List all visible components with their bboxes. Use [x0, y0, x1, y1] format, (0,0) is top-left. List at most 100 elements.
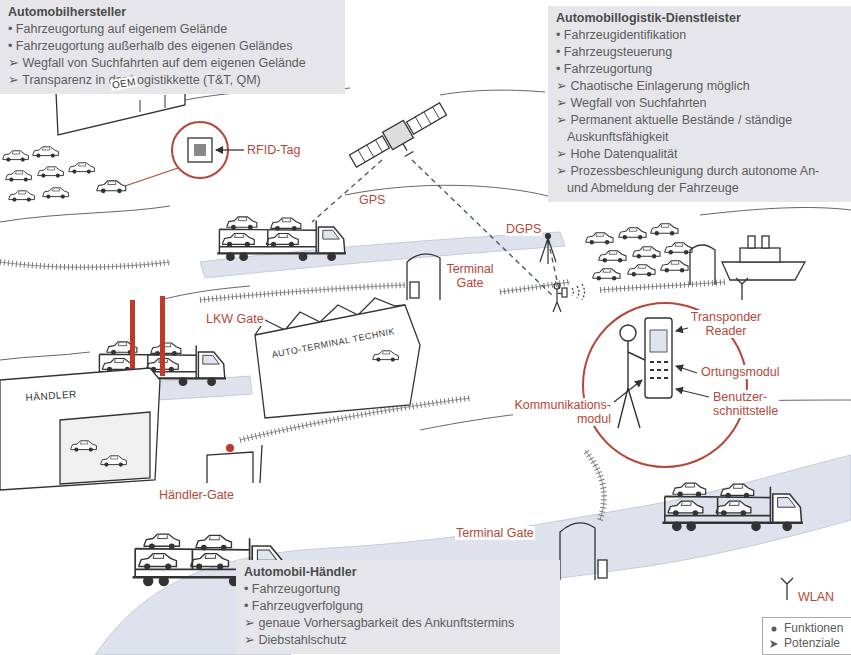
bullet-swatch [772, 626, 777, 631]
legend-text: Funktionen [784, 621, 843, 636]
rfid-magnifier [125, 122, 244, 186]
box-bullet: ➢ Transparenz in der Logistikkette (T&T,… [8, 72, 337, 89]
box-bullet: • Fahrzeugortung [244, 581, 552, 598]
box-bullet: • Fahrzeugverfolgung [244, 598, 552, 615]
box-bullet: • Fahrzeugortung [556, 61, 843, 78]
auto-terminal-building [255, 305, 420, 418]
component-label: Ortungsmodul [700, 365, 781, 379]
reader-magnifier [614, 328, 709, 402]
parked-cars [586, 233, 613, 245]
road [60, 232, 851, 655]
satellite [399, 141, 414, 156]
reader-magnifier [676, 328, 688, 331]
parked-cars [633, 247, 660, 259]
satellite [358, 107, 439, 162]
box-bullet: • Fahrzeugortung auf eigenem Gelände [8, 21, 337, 38]
worker [572, 284, 585, 300]
reader-magnifier [620, 325, 636, 341]
parked-cars [9, 191, 35, 202]
satellite [349, 136, 389, 167]
parked-cars [6, 171, 32, 182]
worker [562, 288, 567, 297]
component-label: Terminal Gate [455, 526, 535, 540]
satellite [348, 100, 454, 180]
ship [690, 245, 715, 285]
worker [553, 283, 585, 312]
parked-cars [43, 188, 69, 199]
worker [553, 289, 562, 312]
dgps-antenna [540, 238, 556, 264]
haendler-building [0, 368, 160, 490]
road [95, 455, 851, 655]
box-bullet: ➢ Prozessbeschleunigung durch autonome A… [556, 163, 843, 197]
component-label: Kommunikations- modul [513, 398, 612, 426]
box-bullet: ➢ Chaotische Einlagerung möglich [556, 78, 843, 95]
ship [740, 248, 780, 262]
parked-cars [651, 224, 678, 236]
worker [554, 283, 560, 289]
legend-box: FunktionenPotenziale [762, 617, 851, 655]
legend-text: Potenziale [784, 636, 840, 651]
dgps-antenna [540, 234, 556, 265]
component-label: Terminal Gate [445, 262, 494, 290]
bullet-swatch [769, 624, 779, 634]
reader-magnifier [645, 318, 672, 398]
terrain-lines [440, 90, 545, 95]
parked-cars [101, 456, 127, 467]
oem-building [140, 95, 165, 112]
box-bullet: ➢ Diebstahlschutz [244, 632, 552, 649]
parked-cars [71, 351, 399, 467]
reader-magnifier [618, 325, 645, 428]
box-heading: Automobilhersteller [8, 4, 337, 21]
box-bullet: ➢ Hohe Datenqualität [556, 146, 843, 163]
auto-terminal-building [255, 298, 420, 418]
stakeholder-box: Automobil-Händler• Fahrzeugortung• Fahrz… [236, 560, 560, 654]
haendler-gate [260, 445, 262, 483]
reader-magnifier [650, 362, 668, 378]
haendler-building [0, 368, 160, 490]
component-label: RFID-Tag [246, 143, 301, 157]
stakeholder-box: Automobilhersteller• Fahrzeugortung auf … [0, 0, 345, 94]
rfid-magnifier [125, 168, 178, 186]
box-bullet: ➢ Permanent aktuelle Bestände / ständige… [556, 112, 843, 146]
car-transporter [97, 217, 803, 586]
arrow-bullet-swatch [769, 639, 779, 649]
parked-cars [71, 441, 97, 452]
terrain-lines [700, 208, 851, 215]
stakeholder-box: Automobillogistik-Dienstleister• Fahrzeu… [548, 6, 851, 202]
ship [748, 236, 755, 248]
legend-row: Funktionen [769, 621, 845, 636]
parked-cars [599, 251, 626, 263]
haendler-gate [226, 444, 234, 452]
dgps-antenna [546, 234, 551, 239]
gps-signal [312, 160, 560, 296]
haendler-building [60, 412, 150, 484]
legend-row: Potenziale [769, 636, 845, 651]
ship [722, 262, 805, 280]
parked-cars [665, 243, 692, 255]
rfid-magnifier [188, 138, 212, 162]
component-label: Händler-Gate [158, 488, 235, 502]
car-transporter [662, 483, 802, 531]
box-heading: Automobil-Händler [244, 564, 552, 581]
haendler-gate [207, 452, 253, 483]
rfid-magnifier [194, 144, 206, 156]
box-bullet: ➢ Wegfall von Suchfahrten [556, 95, 843, 112]
reader-magnifier [618, 341, 645, 428]
terrain-lines [0, 352, 90, 360]
terrain-lines [0, 206, 170, 222]
component-label: LKW Gate [205, 312, 265, 326]
reader-magnifier [676, 389, 709, 397]
rfid-magnifier [216, 149, 244, 150]
reader-magnifier [650, 330, 667, 352]
gps-signal [412, 160, 553, 296]
wlan-antenna [781, 578, 793, 600]
parked-cars [593, 269, 620, 281]
box-bullet: • Fahrzeugidentifikation [556, 27, 843, 44]
ship [762, 236, 769, 248]
reader-magnifier [614, 380, 642, 402]
parked-cars [661, 261, 688, 273]
parked-cars [69, 163, 95, 174]
component-label: GPS [358, 193, 386, 207]
satellite [407, 103, 447, 134]
